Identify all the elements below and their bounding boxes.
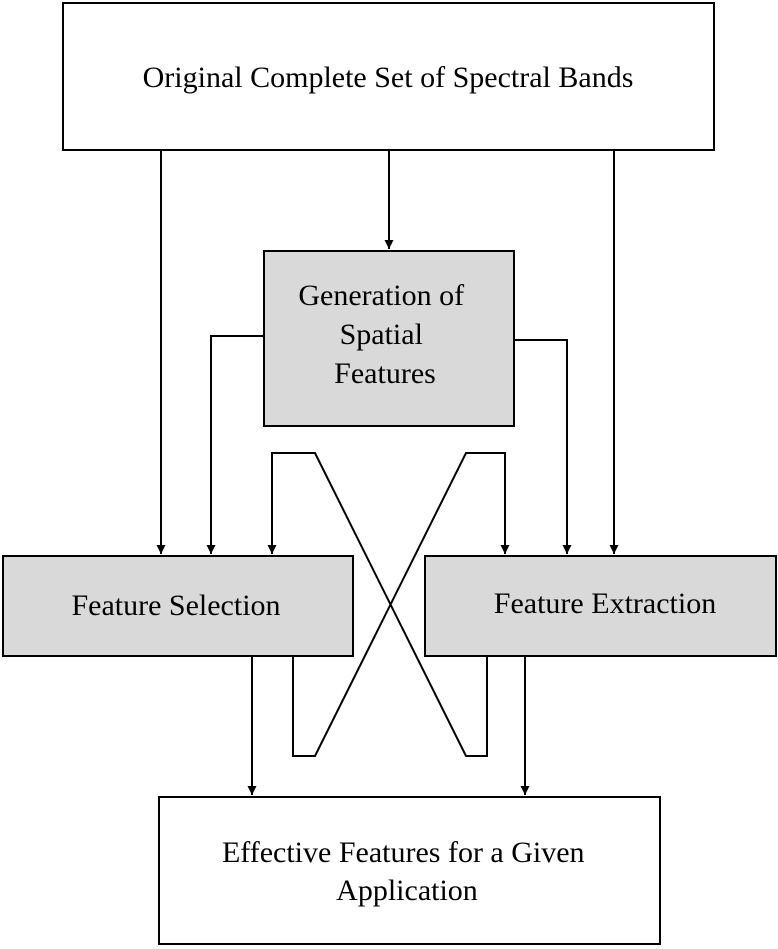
node-spatial-features: Generation of Spatial Features	[263, 250, 515, 427]
node-original-bands: Original Complete Set of Spectral Bands	[62, 2, 715, 151]
effective-features-label-line-1: Effective Features for a Given	[222, 836, 585, 869]
feature-selection-label: Feature Selection	[71, 589, 280, 622]
svg-text:Feature Extraction: Feature Extraction	[494, 587, 716, 620]
node-feature-selection: Feature Selection	[2, 555, 354, 657]
svg-text:Feature Selection: Feature Selection	[71, 589, 280, 622]
effective-features-label-line-2: Application	[336, 874, 478, 907]
spatial-features-label-line-3: Features	[334, 357, 436, 390]
edge-selection-to-extraction-crossover	[292, 452, 510, 757]
node-feature-extraction: Feature Extraction	[424, 555, 777, 657]
spatial-features-label-line-1: Generation of	[298, 279, 464, 312]
original-bands-label: Original Complete Set of Spectral Bands	[143, 61, 634, 94]
svg-text:Original Complete Set of Spect: Original Complete Set of Spectral Bands	[143, 61, 634, 94]
feature-extraction-label: Feature Extraction	[494, 587, 716, 620]
edge-spatial-to-extraction	[514, 339, 572, 554]
svg-text:Effective Features for a Given: Effective Features for a Given Applicati…	[222, 836, 592, 907]
edge-spatial-to-selection	[206, 335, 264, 554]
node-effective-features: Effective Features for a Given Applicati…	[158, 796, 661, 945]
svg-text:Generation of Spatial: Generation of Spatial Features	[298, 279, 471, 390]
spatial-features-label-line-2: Spatial	[340, 318, 423, 351]
